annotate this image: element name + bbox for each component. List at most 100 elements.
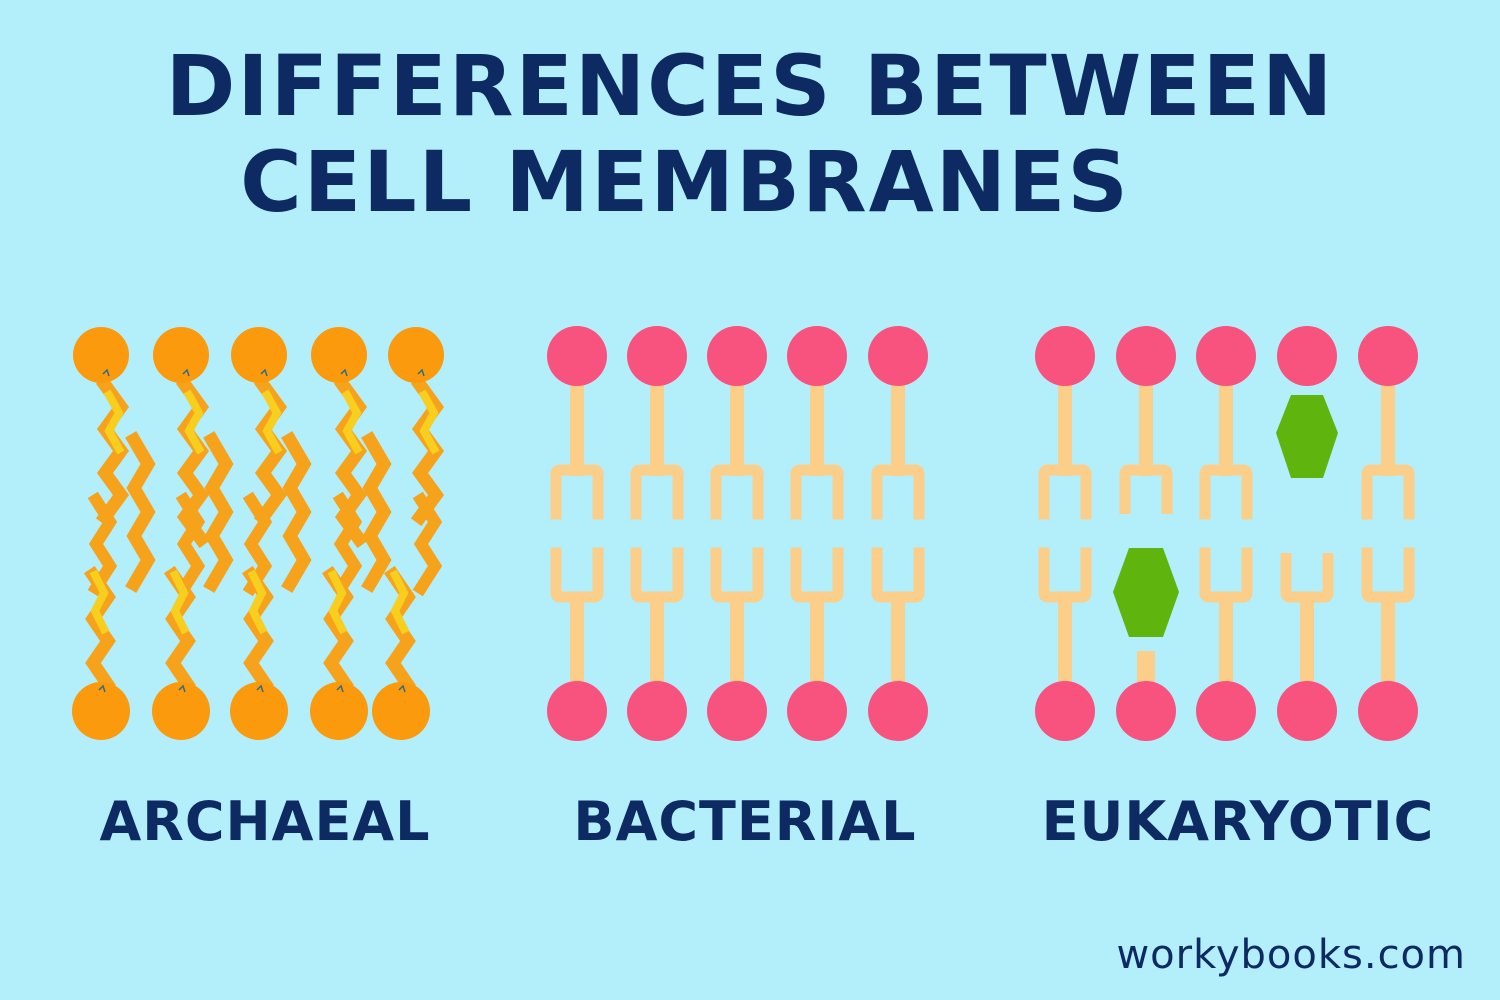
- lipid-stalk: [1139, 376, 1153, 476]
- isoprenoid-chain: [247, 569, 268, 635]
- ether-bond: [182, 368, 190, 377]
- lipid-head: [707, 681, 767, 741]
- lipid-stalk: [1058, 595, 1072, 695]
- lipid-stalk: [1058, 376, 1072, 476]
- archaeal-head: [153, 327, 209, 383]
- isoprenoid-chain: [418, 389, 440, 455]
- lipid-tail-fork: [630, 464, 684, 520]
- lipid-head: [547, 681, 607, 741]
- lipid-stalk: [650, 595, 664, 695]
- cholesterol-molecule: [1113, 548, 1179, 637]
- ether-bond: [398, 684, 406, 693]
- archaeal-head: [72, 682, 130, 740]
- lipid-tail-fork: [710, 464, 764, 520]
- isoprenoid-chain: [389, 569, 410, 635]
- lipid-stalk: [650, 376, 664, 476]
- lipid-tail-fork: [871, 464, 925, 520]
- isoprenoid-chain: [169, 569, 190, 635]
- lipid-tail-fork: [1361, 547, 1415, 603]
- lipid-stalk: [570, 376, 584, 476]
- eukaryotic-label: EUKARYOTIC: [1041, 790, 1435, 853]
- ether-bond: [178, 684, 186, 693]
- isoprenoid-chain: [341, 389, 363, 455]
- lipid-stalk: [1219, 595, 1233, 695]
- eukaryotic-membrane: [1035, 326, 1418, 741]
- lipid-head: [1196, 326, 1256, 386]
- archaeal-label: ARCHAEAL: [99, 790, 431, 853]
- bacterial-label: BACTERIAL: [573, 790, 917, 853]
- lipid-head: [1116, 681, 1176, 741]
- lipid-head: [1035, 681, 1095, 741]
- lipid-tail-fork: [1280, 553, 1334, 603]
- title-line-2: CELL MEMBRANES: [240, 133, 1130, 231]
- ether-bond: [102, 368, 110, 377]
- lipid-tail-fork: [1199, 547, 1253, 603]
- lipid-head: [1277, 326, 1337, 386]
- isoprenoid-chain: [183, 389, 205, 455]
- archaeal-head: [310, 682, 368, 740]
- lipid-tail-fork: [710, 547, 764, 603]
- archaeal-head: [152, 682, 210, 740]
- isoprenoid-chain: [103, 389, 125, 455]
- isoprenoid-chain: [412, 491, 443, 597]
- lipid-head: [627, 326, 687, 386]
- lipid-tail-fork: [1119, 464, 1173, 514]
- lipid-stalk: [730, 376, 744, 476]
- lipid-tail-fork: [1361, 464, 1415, 520]
- title-line-1: DIFFERENCES BETWEEN: [165, 37, 1335, 135]
- lipid-tail-fork: [1199, 464, 1253, 520]
- ether-bond: [417, 368, 425, 377]
- lipid-head: [707, 326, 767, 386]
- lipid-head: [547, 326, 607, 386]
- isoprenoid-chain: [242, 491, 273, 597]
- isoprenoid-chain: [125, 431, 156, 593]
- ether-bond: [336, 684, 344, 693]
- lipid-head: [627, 681, 687, 741]
- isoprenoid-chain: [89, 569, 110, 635]
- lipid-head: [1035, 326, 1095, 386]
- ether-bond: [256, 684, 264, 693]
- lipid-head: [787, 681, 847, 741]
- isoprenoid-chain: [281, 431, 312, 593]
- lipid-stalk: [1381, 376, 1395, 476]
- lipid-head: [1196, 681, 1256, 741]
- lipid-stalk: [891, 595, 905, 695]
- archaeal-head: [372, 682, 430, 740]
- lipid-tail-fork: [790, 547, 844, 603]
- archaeal-head: [388, 327, 444, 383]
- lipid-head: [787, 326, 847, 386]
- lipid-head: [1277, 681, 1337, 741]
- archaeal-head: [311, 327, 367, 383]
- lipid-stalk: [1300, 595, 1314, 695]
- lipid-tail-fork: [1038, 464, 1092, 520]
- archaeal-head: [231, 327, 287, 383]
- isoprenoid-chain: [327, 569, 348, 635]
- ether-bond: [260, 368, 268, 377]
- lipid-tail-fork: [550, 464, 604, 520]
- lipid-tail-fork: [871, 547, 925, 603]
- isoprenoid-chain: [203, 431, 234, 593]
- lipid-stalk: [570, 595, 584, 695]
- lipid-tail-fork: [1038, 547, 1092, 603]
- lipid-tail-fork: [790, 464, 844, 520]
- lipid-head: [868, 326, 928, 386]
- isoprenoid-chain: [361, 431, 392, 593]
- isoprenoid-chain: [261, 389, 283, 455]
- lipid-tail-fork: [550, 547, 604, 603]
- isoprenoid-chain: [87, 491, 118, 597]
- bacterial-membrane: [547, 326, 928, 741]
- archaeal-head: [230, 682, 288, 740]
- ether-bond: [98, 684, 106, 693]
- isoprenoid-chain: [332, 491, 363, 597]
- lipid-stalk: [730, 595, 744, 695]
- cholesterol-molecule: [1276, 395, 1338, 478]
- lipid-head: [1116, 326, 1176, 386]
- lipid-stalk: [810, 376, 824, 476]
- lipid-head: [868, 681, 928, 741]
- website-credit: workybooks.com: [1116, 932, 1466, 978]
- archaeal-membrane: [72, 327, 445, 740]
- isoprenoid-chain: [175, 491, 206, 597]
- lipid-stalk: [891, 376, 905, 476]
- lipid-stalk: [1219, 376, 1233, 476]
- lipid-head: [1358, 326, 1418, 386]
